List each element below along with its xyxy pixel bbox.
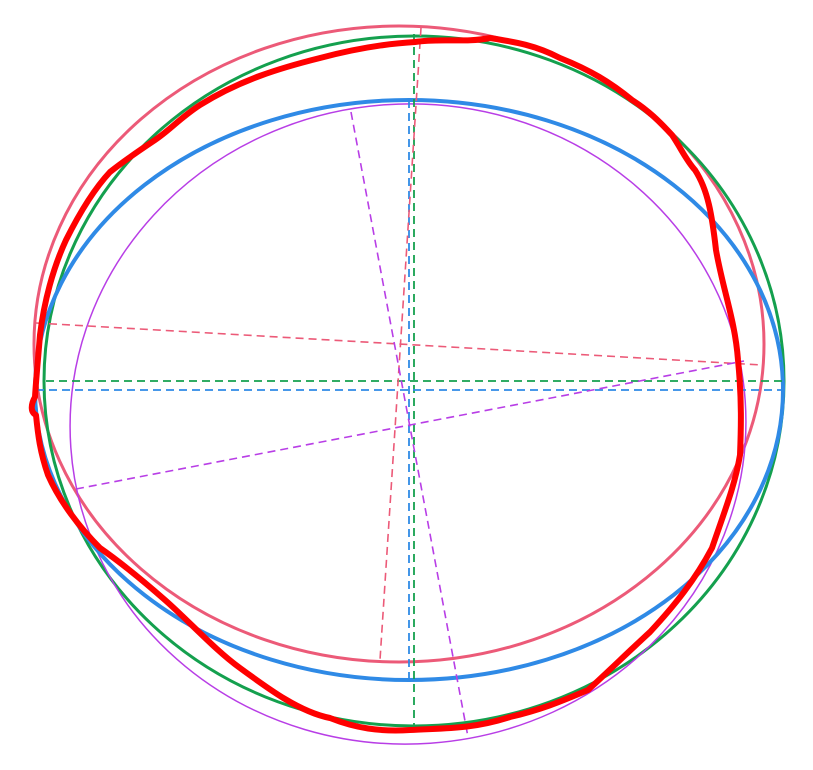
axis-pink-minor	[379, 27, 422, 661]
fit-ellipse-purple	[69, 103, 747, 745]
fit-ellipse-pink	[32, 24, 766, 664]
axis-pink-major	[35, 322, 763, 366]
traced-contour-red	[28, 35, 744, 734]
axis-purple-minor	[350, 111, 469, 738]
